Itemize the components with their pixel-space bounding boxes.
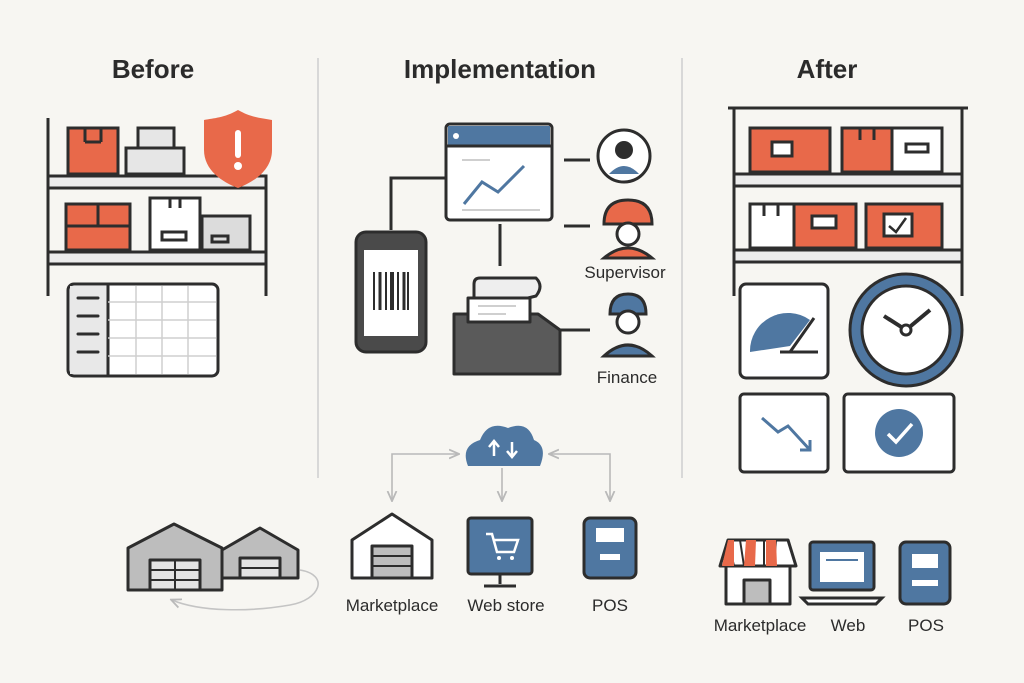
hard-hat-worker-icon [599, 198, 657, 260]
laptop-web-icon [798, 540, 886, 606]
label-finance: Finance [596, 368, 658, 387]
before-box-orange-1 [66, 126, 120, 176]
cloud-sync-icon [465, 425, 543, 466]
dashboard-chart-icon [444, 122, 554, 222]
cart-monitor-icon [466, 516, 534, 588]
before-box-white [148, 196, 202, 252]
before-box-gray-2 [200, 214, 252, 252]
clock-icon [848, 272, 964, 388]
warehouse-left-icon [126, 522, 224, 592]
warehouse-right-icon [220, 526, 300, 580]
label-after-web: Web [830, 616, 866, 635]
gauge-icon [738, 282, 830, 380]
cloud-sync-arrows [392, 454, 610, 500]
label-web-store: Web store [467, 596, 545, 615]
label-marketplace: Marketplace [345, 596, 439, 615]
receipt-printer-icon [452, 276, 562, 376]
heading-after: After [796, 54, 858, 84]
impl-connectors [389, 158, 590, 332]
awning-store-icon [718, 538, 798, 606]
label-after-pos: POS [908, 616, 944, 635]
heading-implementation: Implementation [403, 54, 597, 84]
label-supervisor: Supervisor [584, 263, 666, 282]
warning-shield-icon [204, 110, 272, 188]
label-pos: POS [592, 596, 628, 615]
after-boxes-top [748, 126, 944, 174]
before-shelf [46, 118, 268, 296]
before-box-orange-2 [64, 202, 132, 252]
after-shelf [728, 106, 968, 296]
heading-before: Before [111, 54, 195, 84]
barcode-scanner-icon [354, 230, 428, 354]
checkmark-icon [842, 392, 956, 474]
user-icon [596, 128, 652, 184]
pos-terminal-icon [582, 516, 638, 580]
store-icon [350, 512, 434, 580]
trend-down-icon [738, 392, 830, 474]
finance-worker-icon [600, 292, 656, 358]
before-box-gray-1 [124, 126, 186, 176]
after-pos-icon [898, 540, 952, 606]
label-after-marketplace: Marketplace [713, 616, 807, 635]
after-boxes-bottom [748, 202, 944, 250]
warehouse-transfer-arrow [172, 569, 319, 611]
spreadsheet-icon [66, 282, 220, 378]
